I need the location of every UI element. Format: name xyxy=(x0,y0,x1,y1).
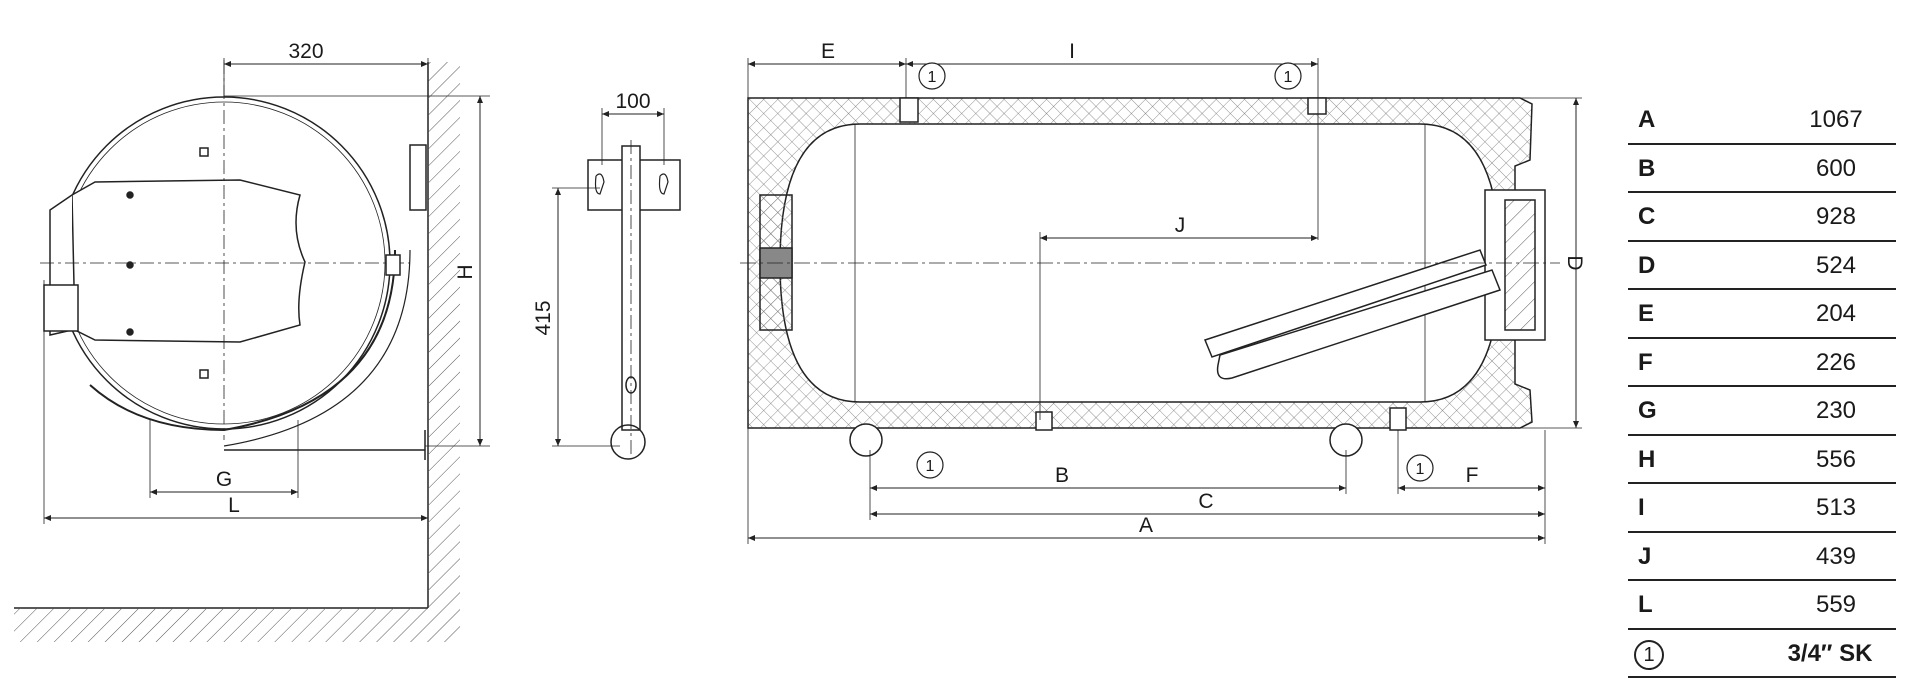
table-row: D 524 xyxy=(1628,242,1896,290)
dimension-table: A 1067 B 600 C 928 D 524 E 204 F 226 G 230 H 556… xyxy=(1628,96,1896,678)
row-key: I xyxy=(1638,494,1645,521)
callout-label-top-left: 1 xyxy=(928,69,937,86)
dim-f-label: F xyxy=(1466,464,1479,487)
row-key: L xyxy=(1638,591,1653,618)
row-value: 600 xyxy=(1815,154,1857,182)
table-row: H 556 xyxy=(1628,436,1896,484)
dim-415-label: 415 xyxy=(532,300,555,335)
row-value: 226 xyxy=(1815,348,1857,376)
bracket-view xyxy=(552,108,681,460)
control-box xyxy=(71,179,306,343)
row-key: B xyxy=(1638,154,1656,182)
callout-circle-bottom-left xyxy=(916,451,944,479)
row-value: 524 xyxy=(1815,251,1857,279)
dim-b-label: B xyxy=(1055,464,1069,487)
table-row: G 230 xyxy=(1628,387,1896,436)
dim-a-label: A xyxy=(1139,514,1153,537)
table-row: I 513 xyxy=(1628,484,1896,533)
dim-h-label: H xyxy=(454,264,477,279)
row-key: J xyxy=(1638,542,1652,570)
row-key: H xyxy=(1638,445,1656,473)
table-row: L 559 xyxy=(1628,581,1896,630)
row-key: C xyxy=(1638,203,1656,230)
dim-g-label: G xyxy=(216,468,232,491)
side-view xyxy=(14,58,490,642)
dim-320-label: 320 xyxy=(288,40,323,63)
dim-i-label: I xyxy=(1069,40,1075,63)
main-view xyxy=(740,58,1582,544)
row-value: 1067 xyxy=(1809,106,1863,133)
dim-l-label: L xyxy=(228,494,240,517)
dim-j-label: J xyxy=(1175,214,1186,237)
row-key: F xyxy=(1638,348,1653,376)
callout-circle-top-right xyxy=(1274,62,1302,90)
callout-circle-top-left xyxy=(918,62,946,90)
row-value: 559 xyxy=(1815,591,1857,618)
note-value: 3/4″ SK xyxy=(1787,639,1873,667)
row-key: A xyxy=(1638,106,1656,133)
dim-100-label: 100 xyxy=(615,90,650,113)
row-value: 928 xyxy=(1815,203,1857,230)
note-key: 1 xyxy=(1634,639,1664,670)
row-value: 556 xyxy=(1815,445,1857,473)
dim-e-label: E xyxy=(821,40,835,63)
callout-label-bottom-right: 1 xyxy=(1416,461,1425,478)
table-row: E 204 xyxy=(1628,290,1896,339)
table-row: C 928 xyxy=(1628,193,1896,242)
table-row: B 600 xyxy=(1628,145,1896,193)
callout-label-top-right: 1 xyxy=(1284,69,1293,86)
floor-hatch xyxy=(14,608,460,642)
callout-label-bottom-left: 1 xyxy=(926,458,935,475)
dim-d-label: D xyxy=(1563,255,1586,270)
row-value: 439 xyxy=(1815,542,1857,570)
bracket-rod xyxy=(621,145,641,431)
table-row: F 226 xyxy=(1628,339,1896,387)
row-value: 513 xyxy=(1815,494,1857,521)
callout-circle-icon: 1 xyxy=(1634,639,1664,670)
row-value: 230 xyxy=(1815,397,1857,424)
row-key: E xyxy=(1638,300,1655,327)
table-row: J 439 xyxy=(1628,533,1896,581)
row-value: 204 xyxy=(1815,300,1857,327)
row-key: D xyxy=(1638,251,1656,279)
wall-hatch xyxy=(428,62,460,608)
row-key: G xyxy=(1638,397,1657,424)
support-bracket xyxy=(89,249,396,432)
heating-element xyxy=(1203,249,1487,358)
table-row: A 1067 xyxy=(1628,96,1896,145)
dim-c-label: C xyxy=(1198,490,1213,513)
callout-circle-bottom-right xyxy=(1406,454,1434,482)
table-row-note: 1 3/4″ SK xyxy=(1628,630,1896,678)
